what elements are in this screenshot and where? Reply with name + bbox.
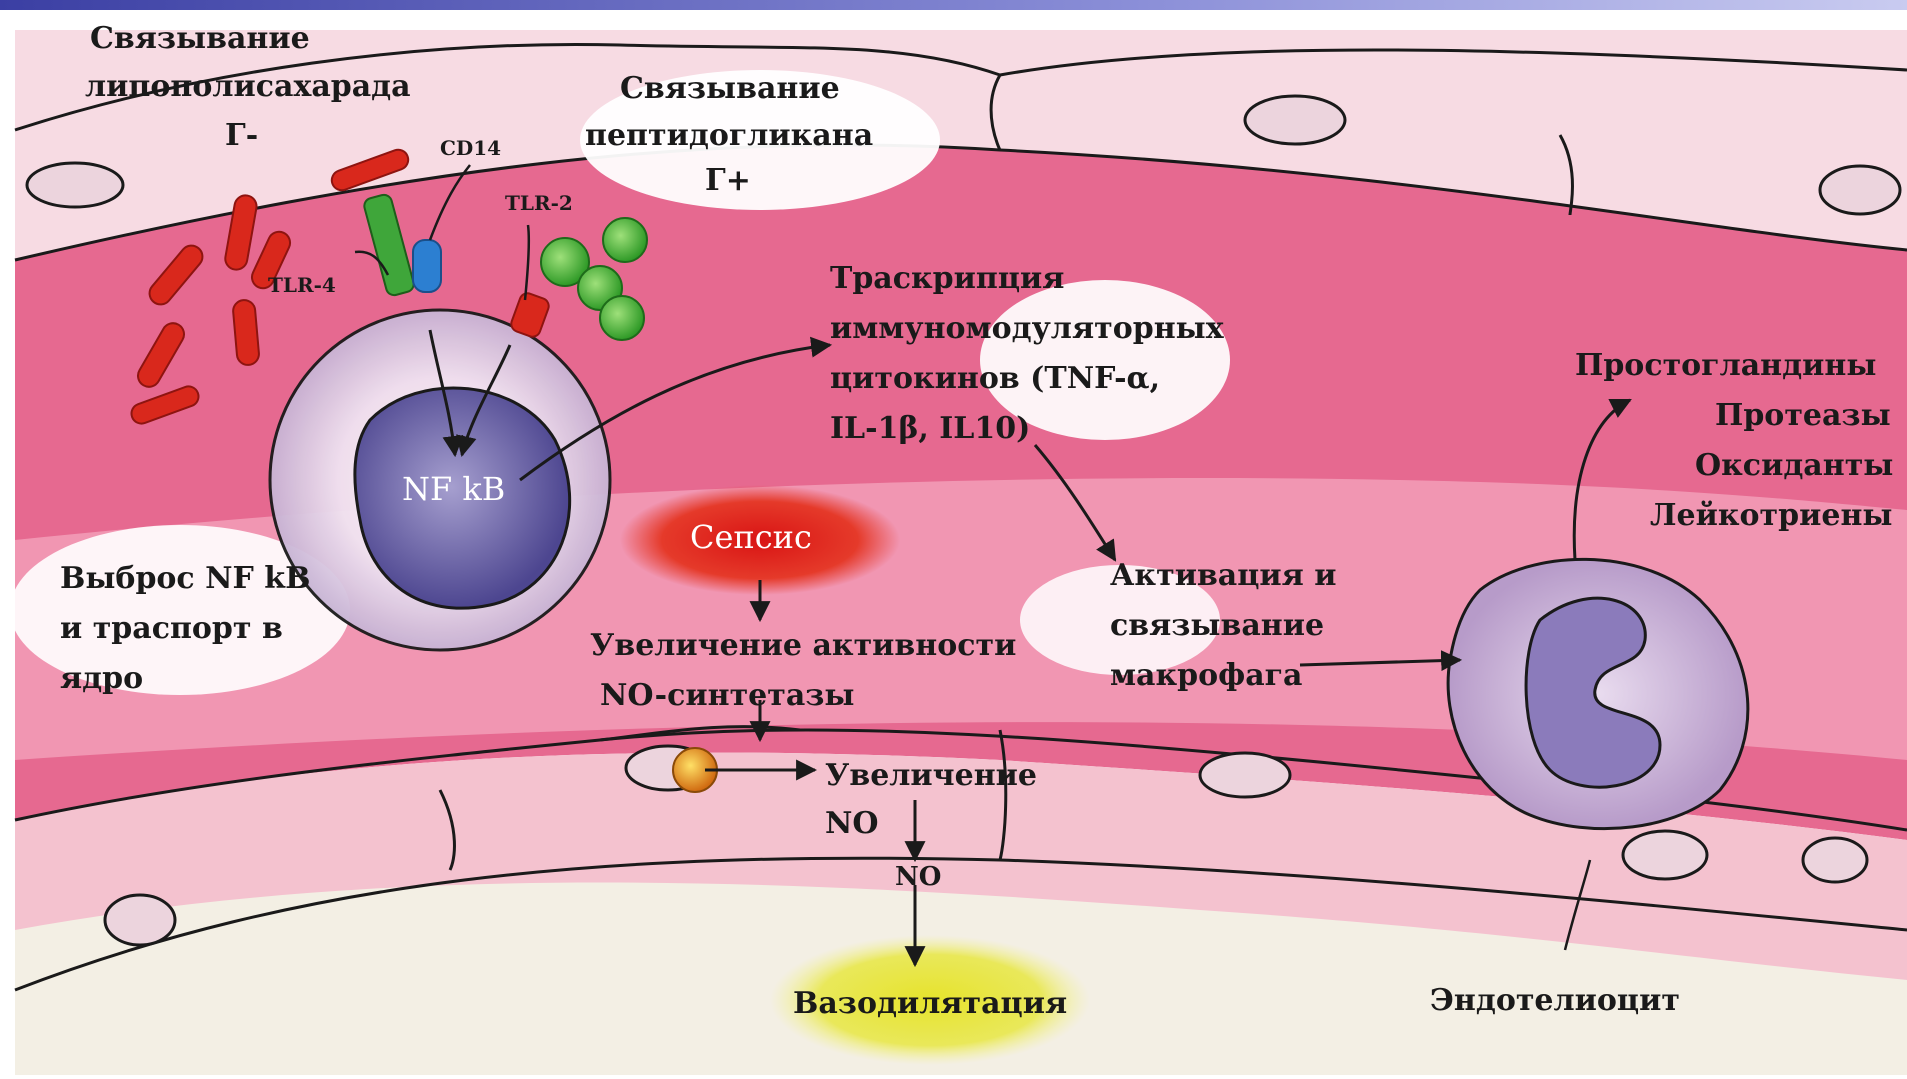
transcription-line4: IL-1β, IL10) xyxy=(830,411,1030,446)
endothelial-nucleus-6 xyxy=(1200,753,1290,797)
no-increase-line2: NO xyxy=(825,806,879,841)
endothelial-nucleus-4 xyxy=(105,895,175,945)
pg-label-line2: пептидогликана xyxy=(585,118,873,153)
transcription-line2: иммуномодуляторных xyxy=(830,311,1225,346)
mediator-proteases: Протеазы xyxy=(1715,398,1891,433)
endothelium-label: Эндотелиоцит xyxy=(1430,983,1680,1018)
pg-label-line1: Связывание xyxy=(620,71,840,106)
lps-label-line1: Связывание xyxy=(90,21,310,56)
mediator-leukotrienes: Лейкотриены xyxy=(1650,498,1892,533)
lps-label-line2: липополисахарада xyxy=(85,69,411,104)
transcription-line3: цитокинов (TNF-α, xyxy=(830,361,1160,396)
endothelial-nucleus-2 xyxy=(1245,96,1345,144)
macrophage-line2: связывание xyxy=(1110,608,1324,643)
tlr2-label: TLR-2 xyxy=(505,191,573,215)
pg-label-line3: Г+ xyxy=(705,163,751,198)
tlr4-label: TLR-4 xyxy=(268,273,336,297)
release-line1: Выброс NF kB xyxy=(60,561,310,596)
lps-label-line3: Г- xyxy=(225,118,258,153)
endothelial-nucleus-7 xyxy=(1623,831,1707,879)
no-synthase-line2: NO-синтетазы xyxy=(600,678,855,713)
mediator-oxidants: Оксиданты xyxy=(1695,448,1893,483)
macrophage-line1: Активация и xyxy=(1110,558,1337,593)
no-synthase-line1: Увеличение активности xyxy=(590,628,1016,663)
macrophage-line3: макрофага xyxy=(1110,658,1302,693)
endothelial-nucleus-8 xyxy=(1803,838,1867,882)
vasodilation-label: Вазодилятация xyxy=(793,986,1067,1021)
nfkb-label: NF kB xyxy=(402,470,505,508)
cd14-label: CD14 xyxy=(440,136,501,160)
slide-top-bar xyxy=(0,0,1907,10)
transcription-line1: Траскрипция xyxy=(830,261,1064,296)
no-label: NO xyxy=(895,862,941,892)
release-line2: и траспорт в xyxy=(60,611,283,646)
no-increase-line1: Увеличение xyxy=(825,758,1037,793)
endothelial-nucleus-1 xyxy=(27,163,123,207)
cd14-receptor xyxy=(413,240,441,292)
mediator-prostaglandins: Простогландины xyxy=(1575,348,1876,383)
sepsis-label: Сепсис xyxy=(690,518,812,556)
release-line3: ядро xyxy=(60,661,143,696)
endothelial-nucleus-3 xyxy=(1820,166,1900,214)
